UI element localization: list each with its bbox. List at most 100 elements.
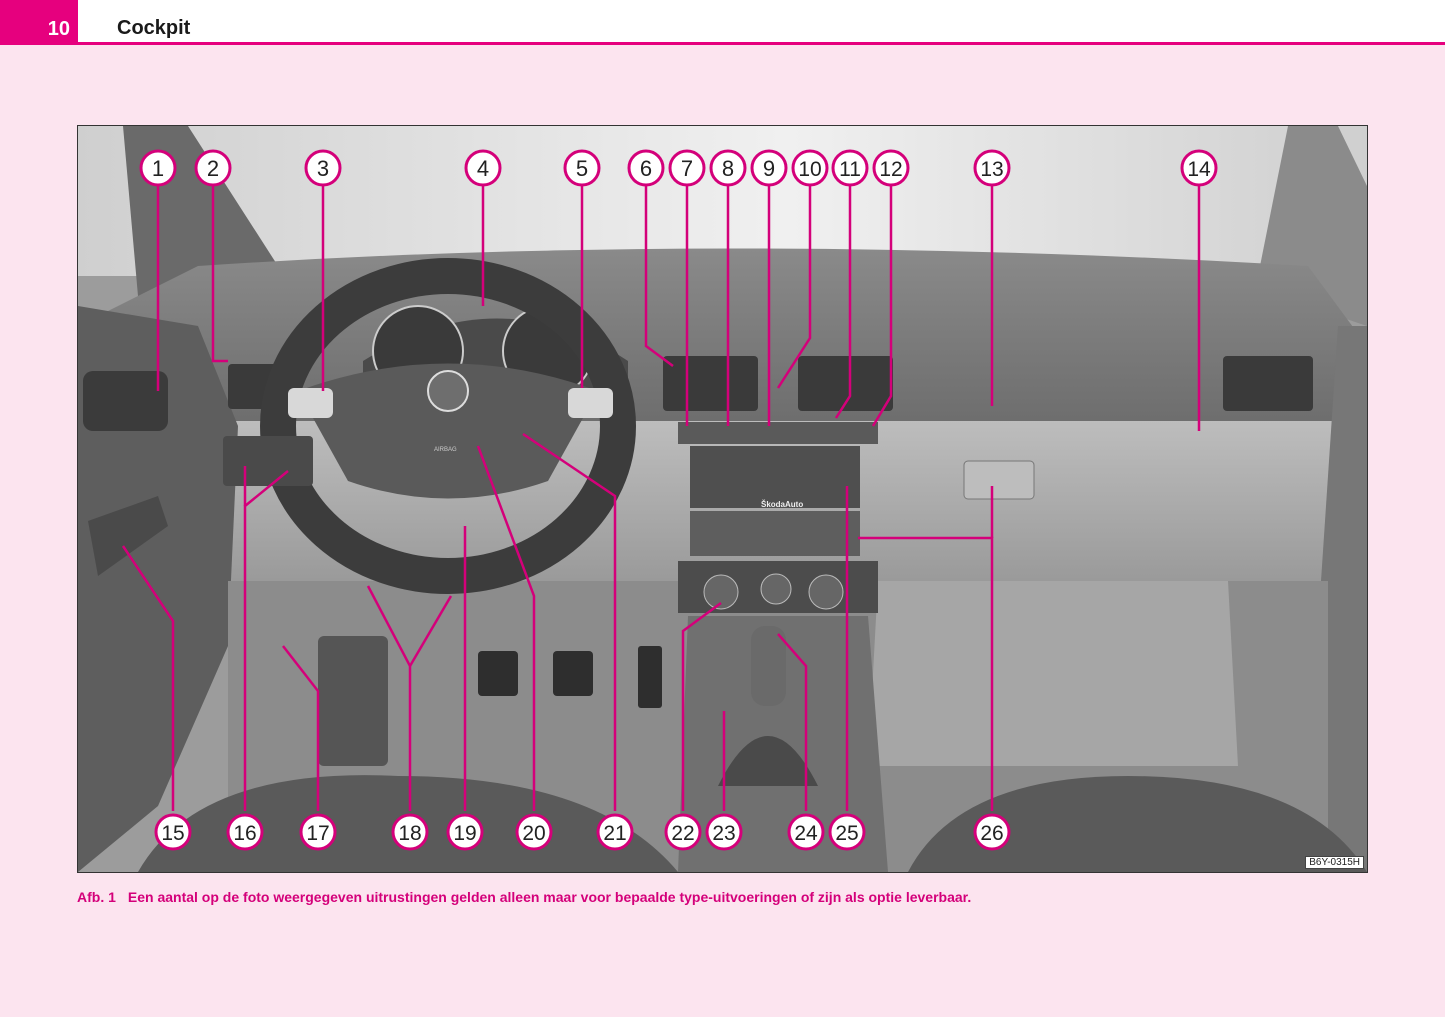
- callout-14: 14: [1180, 149, 1218, 187]
- callout-number: 8: [722, 156, 734, 181]
- steering-wheel-hub: [298, 363, 598, 499]
- chapter-title: Cockpit: [117, 17, 191, 39]
- callout-circle: [446, 813, 484, 851]
- callout-9: 9: [750, 149, 788, 187]
- callout-circle: [515, 813, 553, 851]
- callout-circle: [304, 149, 342, 187]
- callout-number: 21: [603, 822, 626, 845]
- callout-15: 15: [154, 813, 192, 851]
- center-vent-left: [663, 356, 758, 411]
- callout-circle: [668, 149, 706, 187]
- callout-21: 21: [596, 813, 634, 851]
- radio-brand-label: ŠkodaAuto: [761, 500, 803, 509]
- glovebox-handle: [963, 460, 1035, 500]
- callout-number: 26: [980, 822, 1003, 845]
- leader-line: [871, 186, 893, 427]
- callout-leader-lines: [121, 186, 1201, 811]
- callout-number: 23: [712, 822, 735, 845]
- callout-circle: [973, 149, 1011, 187]
- callout-12: 12: [872, 149, 910, 187]
- callout-circle: [705, 813, 743, 851]
- callout-number: 17: [306, 822, 329, 845]
- callout-circle: [226, 813, 264, 851]
- leader-line: [777, 633, 808, 811]
- callout-circle: [464, 149, 502, 187]
- leader-line: [644, 186, 674, 368]
- door-handle: [83, 371, 168, 431]
- callout-circle: [831, 149, 869, 187]
- leader-line: [211, 186, 228, 363]
- callout-number: 20: [522, 822, 545, 845]
- callout-24: 24: [787, 813, 825, 851]
- callout-circle: [664, 813, 702, 851]
- callout-circle: [194, 149, 232, 187]
- callout-22: 22: [664, 813, 702, 851]
- leader-line: [522, 432, 617, 811]
- callout-circle: [709, 149, 747, 187]
- callout-25: 25: [828, 813, 866, 851]
- callout-number: 22: [671, 822, 694, 845]
- callout-number: 6: [640, 156, 652, 181]
- brake-pedal: [553, 651, 593, 696]
- left-stalk: [288, 388, 333, 418]
- leader-line: [834, 186, 852, 419]
- callout-number: 16: [233, 822, 256, 845]
- callout-11: 11: [831, 149, 869, 187]
- callout-19: 19: [446, 813, 484, 851]
- callout-number: 9: [763, 156, 775, 181]
- callout-circle: [787, 813, 825, 851]
- callout-circle: [627, 149, 665, 187]
- climate-knob-center: [760, 573, 792, 605]
- right-stalk: [568, 388, 613, 418]
- callout-18: 18: [391, 813, 429, 851]
- caption-text: Een aantal op de foto weergegeven uitrus…: [127, 889, 972, 905]
- callout-circle: [750, 149, 788, 187]
- steering-wheel-rim: [260, 258, 636, 594]
- climate-knob-left: [703, 574, 739, 610]
- window-switch-panel: [88, 496, 168, 576]
- callout-circle: [154, 813, 192, 851]
- callout-circle: [139, 149, 177, 187]
- callout-number: 15: [161, 822, 184, 845]
- callout-23: 23: [705, 813, 743, 851]
- callout-3: 3: [304, 149, 342, 187]
- accelerator-pedal: [638, 646, 662, 708]
- callout-number: 18: [398, 822, 421, 845]
- callout-20: 20: [515, 813, 553, 851]
- leader-line: [476, 445, 536, 811]
- leader-line: [282, 645, 320, 811]
- airbag-label: AIRBAG: [434, 447, 457, 453]
- callout-2: 2: [194, 149, 232, 187]
- callout-17: 17: [299, 813, 337, 851]
- radio: [690, 446, 860, 508]
- callout-number: 12: [879, 158, 902, 181]
- passenger-footwell: [868, 581, 1238, 766]
- callout-circle: [391, 813, 429, 851]
- figure-code: B6Y-0315H: [1305, 856, 1364, 869]
- callout-number: 1: [152, 156, 164, 181]
- callout-13: 13: [973, 149, 1011, 187]
- gear-knob: [751, 626, 786, 706]
- callout-number: 13: [980, 158, 1003, 181]
- callout-number: 24: [794, 822, 818, 845]
- page-number-box: 10: [0, 0, 78, 44]
- callout-number: 4: [477, 156, 489, 181]
- callout-number: 14: [1187, 158, 1211, 181]
- callout-circle: [596, 813, 634, 851]
- callout-number: 11: [839, 158, 861, 181]
- light-switch-panel: [223, 436, 313, 486]
- gear-boot: [718, 736, 818, 786]
- callout-7: 7: [668, 149, 706, 187]
- left-door: [78, 306, 238, 872]
- callout-circle: [872, 149, 910, 187]
- callout-circle: [973, 813, 1011, 851]
- skoda-logo: [427, 370, 469, 412]
- callout-number: 19: [453, 822, 476, 845]
- callout-circle: [791, 149, 829, 187]
- callout-circle: [828, 813, 866, 851]
- page-header: 10 Cockpit: [0, 0, 1445, 45]
- header-rule: [0, 42, 1445, 45]
